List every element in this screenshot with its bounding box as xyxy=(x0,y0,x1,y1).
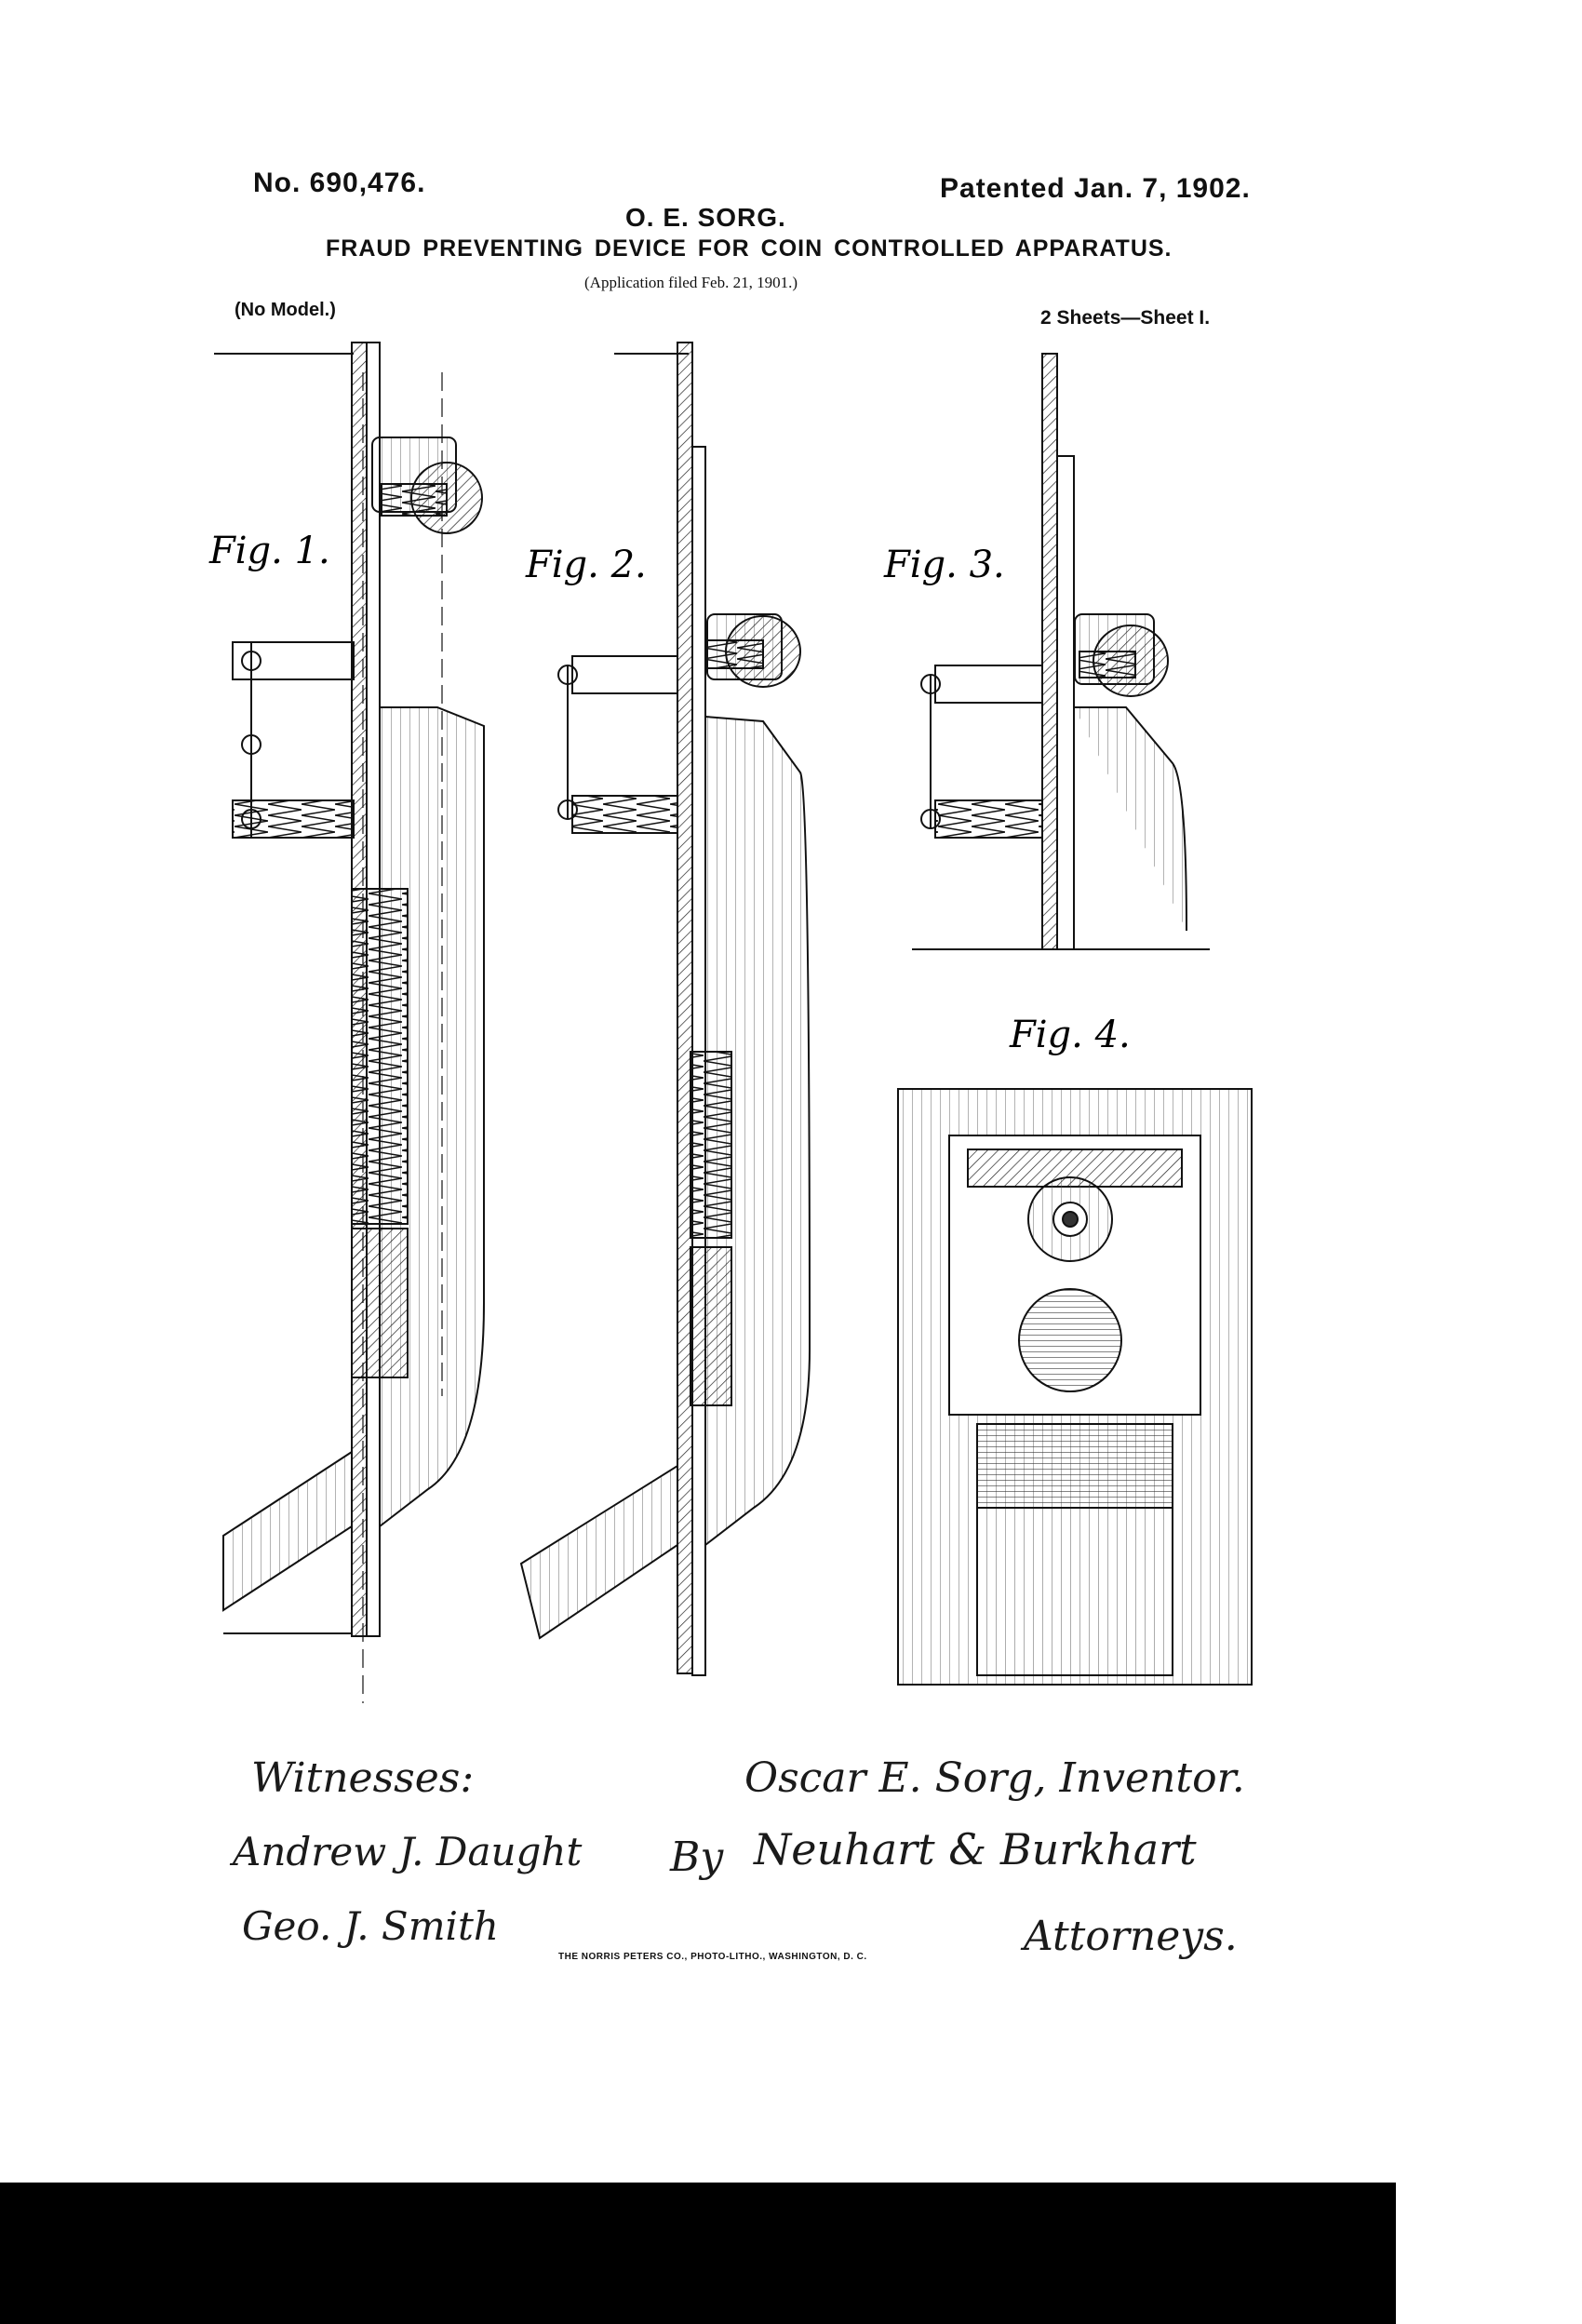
patent-date: Patented Jan. 7, 1902. xyxy=(940,173,1251,204)
witness-1-signature: Andrew J. Daught xyxy=(233,1829,583,1874)
fig-2-label: Fig. 2. xyxy=(525,544,647,586)
application-filed: (Application filed Feb. 21, 1901.) xyxy=(584,274,798,291)
figure-3-drawing xyxy=(912,353,1210,950)
scan-edge-bar xyxy=(0,2183,1396,2324)
inventor-signature: Oscar E. Sorg, Inventor. xyxy=(744,1754,1245,1802)
attorney-prefix: By xyxy=(670,1834,724,1881)
witnesses-heading: Witnesses: xyxy=(251,1754,475,1802)
figure-4-drawing xyxy=(897,1088,1253,1686)
patent-number: No. 690,476. xyxy=(253,168,426,198)
attorney-signature: Neuhart & Burkhart xyxy=(754,1824,1197,1874)
attorneys-label: Attorneys. xyxy=(1024,1913,1238,1960)
patent-title: FRAUD PREVENTING DEVICE FOR COIN CONTROL… xyxy=(326,235,1173,262)
figure-2-drawing xyxy=(519,342,811,1676)
figure-1-drawing xyxy=(214,342,486,1703)
model-note: (No Model.) xyxy=(235,300,336,320)
printer-credit: THE NORRIS PETERS CO., PHOTO-LITHO., WAS… xyxy=(558,1952,867,1962)
fig-4-label: Fig. 4. xyxy=(1009,1014,1131,1056)
sheet-info: 2 Sheets—Sheet I. xyxy=(1040,307,1211,329)
fig-3-label: Fig. 3. xyxy=(883,544,1005,586)
witness-2-signature: Geo. J. Smith xyxy=(242,1903,499,1949)
fig-1-label: Fig. 1. xyxy=(208,530,330,572)
inventor-name: O. E. SORG. xyxy=(625,203,786,232)
